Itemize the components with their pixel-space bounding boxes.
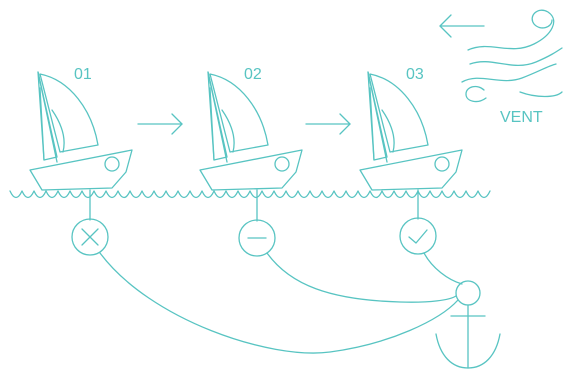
sailboat-icon-2	[199, 71, 303, 191]
wind-icon	[439, 9, 563, 103]
cross-icon	[71, 218, 109, 256]
minus-icon	[238, 219, 276, 257]
check-icon	[399, 217, 437, 255]
step-number-1: 01	[74, 66, 92, 83]
arrow-right-icon-2	[305, 113, 351, 135]
sailboat-icon-1	[29, 71, 133, 191]
step-number-2: 02	[244, 66, 262, 83]
sailboat-icon-3	[359, 71, 463, 191]
wind-label: VENT	[500, 109, 543, 126]
rope-2	[266, 252, 457, 303]
anchor-icon	[435, 280, 501, 369]
rope-1	[99, 252, 459, 354]
arrow-right-icon-1	[137, 113, 183, 135]
step-number-3: 03	[406, 66, 424, 83]
rope-3	[423, 252, 463, 285]
